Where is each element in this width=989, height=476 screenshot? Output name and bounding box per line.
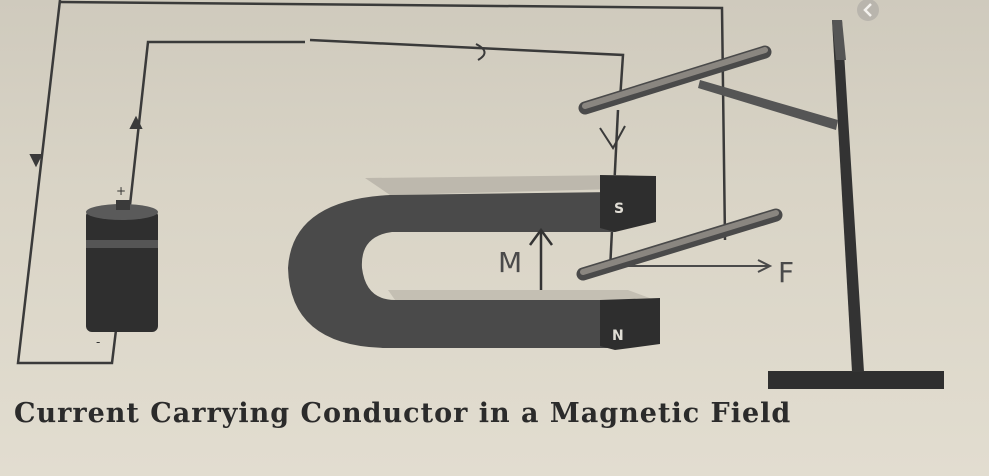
force-arrow: F [628,256,794,289]
stand [698,20,944,389]
horseshoe-magnet: S N [288,175,660,350]
battery-positive-label: + [116,184,126,198]
arrow-down-icon [29,154,43,168]
field-arrow: M [498,227,554,290]
force-label: F [778,256,794,289]
back-button[interactable] [857,0,879,21]
circuit-wire [16,0,727,365]
battery: + - [86,184,158,349]
lower-rail [576,208,783,281]
chevron-left-icon [863,3,872,17]
pole-label-top: S [614,201,624,217]
diagram-caption: Current Carrying Conductor in a Magnetic… [14,398,792,429]
pole-label-bottom: N [612,328,624,344]
arrow-down-icon [599,125,626,150]
current-arrows [29,43,626,168]
battery-negative-label: - [96,335,100,349]
arrow-up-icon [129,115,143,129]
upper-rail [578,45,772,115]
field-label: M [498,246,522,279]
arrow-right-icon [475,43,486,61]
